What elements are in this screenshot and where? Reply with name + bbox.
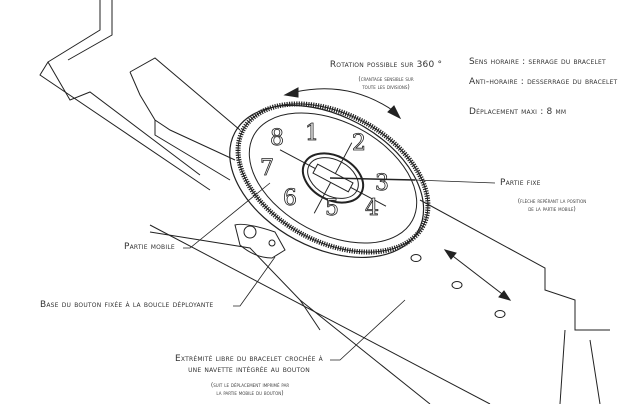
upper-strap [39, 0, 211, 191]
fixed-part-label: Partie fixe [500, 178, 541, 188]
counterclockwise-label: Anti-horaire : desserrage du bracelet [469, 77, 618, 87]
hinge [234, 223, 286, 259]
numeral: 5 [325, 196, 339, 221]
dial-numerals: 1 2 3 4 5 6 7 8 [260, 121, 390, 222]
strap-end-note-line: (suit le déplacement imprimé par [210, 382, 290, 389]
fixed-part-note-line: de la partie mobile) [528, 206, 576, 213]
strap-end-line: une navette intégrée au bouton [188, 365, 310, 375]
strap-end-note-line: la partie mobile du bouton) [216, 390, 284, 397]
numeral: 3 [375, 171, 389, 196]
leader-lines [183, 179, 496, 361]
mobile-part-label: Partie mobile [124, 242, 175, 252]
rotation-note-line: toute les divisions) [362, 84, 410, 91]
numeral: 1 [305, 121, 319, 146]
max-travel-label: Déplacement maxi : 8 mm [469, 107, 567, 117]
numeral: 8 [270, 126, 284, 151]
button-base-label: Base du bouton fixée à la boucle déploya… [40, 300, 214, 310]
rotation-label: Rotation possible sur 360 ° [329, 60, 443, 70]
numeral: 6 [283, 186, 297, 211]
numeral: 7 [260, 156, 274, 181]
strap-hole [494, 310, 506, 318]
rotation-note-line: (crantage sensible sur [358, 76, 414, 83]
travel-arrow [443, 249, 512, 301]
numeral: 2 [352, 131, 366, 156]
numeral: 4 [365, 196, 379, 221]
clockwise-label: Sens horaire : serrage du bracelet [469, 57, 606, 67]
buckle-blade [129, 57, 241, 181]
strap-hole [451, 281, 463, 289]
rotating-dial [229, 101, 431, 259]
rotation-arrow [283, 87, 402, 120]
fixed-pointer [329, 177, 416, 181]
strap-hole [410, 254, 422, 262]
strap-end-line: Extrémité libre du bracelet crochée à [175, 354, 323, 364]
fixed-part-note-line: (flèche repérant la position [517, 198, 587, 205]
